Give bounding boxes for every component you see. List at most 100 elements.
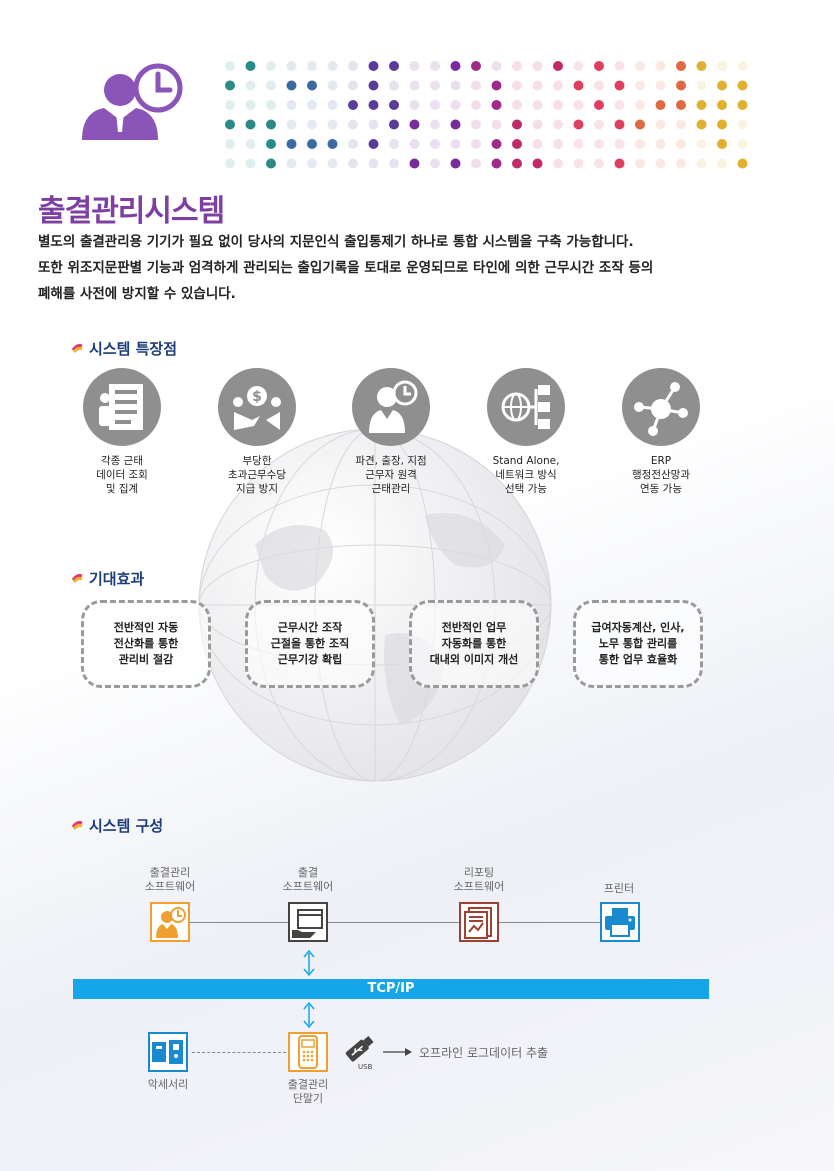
feature-label: 각종 근태 데이터 조회 및 집계 (57, 454, 187, 496)
description-line: 폐해를 사전에 방지할 수 있습니다. (38, 286, 236, 302)
decorative-dot (491, 119, 502, 130)
component-label-line: 프린터 (603, 882, 635, 895)
decorative-dot (512, 100, 522, 110)
rainbow-bullet-icon (72, 821, 83, 830)
decorative-dot (409, 119, 420, 130)
attendance-client-box (288, 902, 328, 942)
decorative-dot (368, 119, 379, 130)
features-heading: 시스템 특장점 (72, 338, 177, 359)
decorative-dot (553, 61, 563, 71)
decorative-dot (225, 119, 235, 130)
decorative-dot (389, 100, 399, 110)
decorative-dot (389, 61, 399, 71)
decorative-dot (327, 100, 338, 110)
effect-line: 노무 통합 관리를 (598, 637, 678, 650)
decorative-dot (737, 61, 748, 71)
decorative-dot (245, 100, 256, 110)
decorative-dot (737, 80, 748, 91)
rainbow-bullet-icon (72, 574, 83, 583)
decorative-dot (266, 80, 276, 91)
decorative-dot (450, 119, 461, 130)
page-title: 출결관리시스템 (38, 194, 225, 229)
printer-icon (605, 908, 635, 937)
document-list-icon (99, 384, 143, 430)
decorative-dot (553, 139, 563, 149)
decorative-dot (635, 119, 645, 130)
decorative-dot (307, 100, 317, 110)
decorative-dot (594, 100, 604, 110)
decorative-dot (450, 61, 461, 71)
feature-label-line: 및 집계 (105, 483, 139, 495)
feature-circle (352, 368, 430, 446)
decorative-dot (327, 139, 338, 149)
dot-grid-decoration (225, 61, 748, 169)
decorative-dot (471, 158, 481, 169)
decorative-dot (655, 139, 666, 149)
feature-label-line: 지급 방지 (236, 483, 278, 495)
decorative-dot (430, 80, 440, 91)
decorative-dot (491, 158, 502, 169)
decorative-dot (286, 139, 297, 149)
decorative-dot (471, 61, 481, 71)
decorative-dot (368, 61, 379, 71)
dashed-connector (192, 1052, 286, 1053)
decorative-dot (676, 61, 686, 71)
feature-label-line: Stand Alone, (492, 455, 560, 467)
component-label-line: 소프트웨어 (282, 880, 334, 893)
decorative-dot (389, 139, 399, 149)
decorative-dot (696, 119, 707, 130)
feature-label: 파견, 출장, 지점 근무자 원격 근태관리 (326, 454, 456, 496)
decorative-dot (532, 100, 543, 110)
decorative-dot (696, 158, 707, 169)
decorative-dot (512, 61, 522, 71)
decorative-dot (430, 158, 440, 169)
decorative-dot (553, 100, 563, 110)
decorative-dot (245, 61, 256, 71)
svg-text:$: $ (252, 389, 262, 405)
decorative-dot (614, 119, 625, 130)
decorative-dot (225, 61, 235, 71)
component-label: 프린터 (564, 882, 674, 896)
decorative-dot (635, 61, 645, 71)
component-label-line: 소프트웨어 (144, 880, 196, 893)
decorative-dot (655, 100, 666, 110)
hub-network-icon (634, 382, 688, 436)
decorative-dot (450, 80, 461, 91)
report-chart-icon (464, 907, 492, 939)
decorative-dot (450, 158, 461, 169)
decorative-dot (286, 61, 297, 71)
effect-line: 자동화를 통한 (441, 637, 507, 650)
decorative-dot (614, 158, 625, 169)
description-line: 별도의 출결관리용 기기가 필요 없이 당사의 지문인식 출입통제기 하나로 통… (38, 234, 634, 250)
decorative-dot (389, 80, 399, 91)
decorative-dot (327, 80, 338, 91)
decorative-dot (573, 61, 584, 71)
accessory-box (148, 1032, 188, 1072)
decorative-dot (286, 100, 297, 110)
accessory-label: 악세서리 (147, 1078, 189, 1091)
double-arrow-icon (303, 1002, 315, 1028)
decorative-dot (491, 61, 502, 71)
effect-line: 관리비 절감 (118, 653, 174, 666)
decorative-dot (553, 80, 563, 91)
decorative-dot (696, 61, 707, 71)
feature-circle (487, 368, 565, 446)
decorative-dot (409, 158, 420, 169)
decorative-dot (737, 119, 748, 130)
feature-circle: $ (218, 368, 296, 446)
composition-heading: 시스템 구성 (72, 815, 163, 836)
attendance-software-box (150, 902, 190, 942)
decorative-dot (307, 80, 317, 91)
feature-label-line: 초과근무수당 (228, 469, 286, 481)
decorative-dot (573, 158, 584, 169)
decorative-dot (594, 119, 604, 130)
decorative-dot (430, 100, 440, 110)
component-label-line: 출결 (297, 866, 319, 879)
component-label: 출결관리 소프트웨어 (115, 866, 225, 894)
decorative-dot (409, 61, 420, 71)
decorative-dot (491, 139, 502, 149)
decorative-dot (696, 100, 707, 110)
decorative-dot (512, 80, 522, 91)
composition-heading-text: 시스템 구성 (89, 817, 164, 835)
decorative-dot (327, 61, 338, 71)
